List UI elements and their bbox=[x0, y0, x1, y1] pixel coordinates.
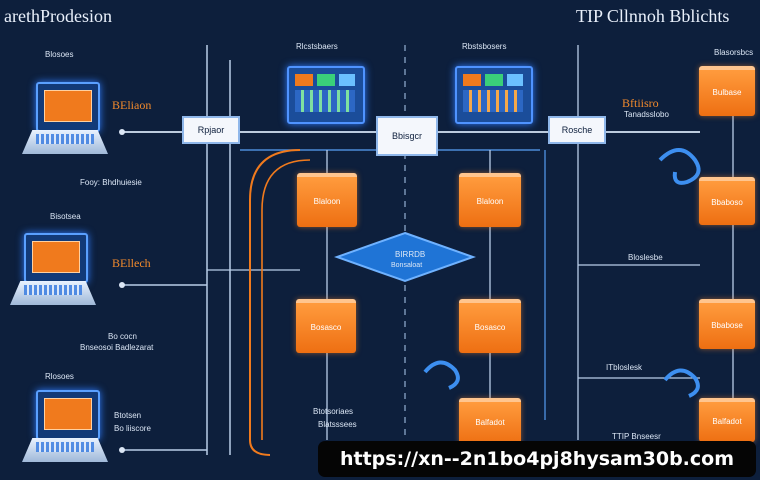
laptop-icon bbox=[18, 390, 108, 468]
hub-right-box: Rosche bbox=[548, 116, 606, 144]
junction-dot bbox=[119, 129, 125, 135]
left-bottom-label-1: Btotsen bbox=[114, 411, 142, 420]
watermark-url: https://xn--2n1bo4pj8hysam30b.com bbox=[318, 441, 756, 477]
top-right-label: Blasorsbcs bbox=[714, 48, 754, 57]
title-left: arethProdesion bbox=[4, 6, 112, 26]
title-right: TIP Cllnnoh Bblichts bbox=[576, 6, 730, 26]
left-low-label-1: Bo cocn bbox=[108, 332, 137, 341]
laptop-icon bbox=[18, 82, 108, 160]
center-bottom-label-2: Blatsssees bbox=[318, 420, 357, 429]
orange-route bbox=[261, 159, 311, 440]
diamond-sublabel: Bonsaloat bbox=[391, 262, 423, 269]
heading-laptop1: BEliaon bbox=[112, 98, 152, 112]
monitor-icon bbox=[455, 66, 533, 124]
junction-dot bbox=[119, 282, 125, 288]
right-low-label: ITbloslesk bbox=[606, 363, 643, 372]
heading-laptop2: BEllech bbox=[112, 256, 151, 270]
process-box: Blaloon bbox=[297, 173, 357, 227]
center-bottom-label-1: Btotsoriaes bbox=[313, 407, 354, 416]
hub-center-box: Bbisgcr bbox=[376, 116, 438, 156]
swirl-icon bbox=[663, 368, 700, 398]
junction-dot bbox=[119, 447, 125, 453]
swirl-icon bbox=[423, 360, 460, 390]
process-box: Bosasco bbox=[459, 299, 521, 353]
diamond-label: BIRRDB bbox=[395, 250, 426, 259]
process-box: Blaloon bbox=[459, 173, 521, 227]
process-box: Balfadot bbox=[699, 398, 755, 442]
swirl-icon bbox=[658, 148, 701, 185]
hub-left-box: Rpjaor bbox=[182, 116, 240, 144]
right-bottom-label: TTIP Bnseesr bbox=[612, 432, 661, 441]
left-mid-label-1: Fooy: Bhdhuiesie bbox=[80, 178, 142, 187]
top-col2-label: Rlcstsbaers bbox=[296, 42, 338, 51]
top-col3-label: Rbstsbosers bbox=[462, 42, 507, 51]
process-box: Bbaboso bbox=[699, 177, 755, 225]
process-box: Bosasco bbox=[296, 299, 356, 353]
under-right-orange-label: Tanadsslobo bbox=[624, 110, 669, 119]
process-box: Bbabose bbox=[699, 299, 755, 349]
monitor-icon bbox=[287, 66, 365, 124]
laptop3-tag: Rlosoes bbox=[45, 372, 74, 381]
orange-route bbox=[249, 149, 301, 456]
process-box: Bulbase bbox=[699, 66, 755, 116]
right-mid-label: Bloslesbe bbox=[628, 253, 663, 262]
left-mid-label-2: Bisotsea bbox=[50, 212, 81, 221]
process-box: Balfadot bbox=[459, 398, 521, 444]
laptop1-tag: Blosoes bbox=[45, 50, 74, 59]
heading-right: Bftiisro bbox=[622, 96, 659, 110]
laptop-icon bbox=[6, 233, 96, 311]
left-bottom-label-2: Bo liiscore bbox=[114, 424, 151, 433]
left-low-label-2: Bnseosoi Badlezarat bbox=[80, 343, 154, 352]
decision-diamond bbox=[333, 231, 477, 283]
